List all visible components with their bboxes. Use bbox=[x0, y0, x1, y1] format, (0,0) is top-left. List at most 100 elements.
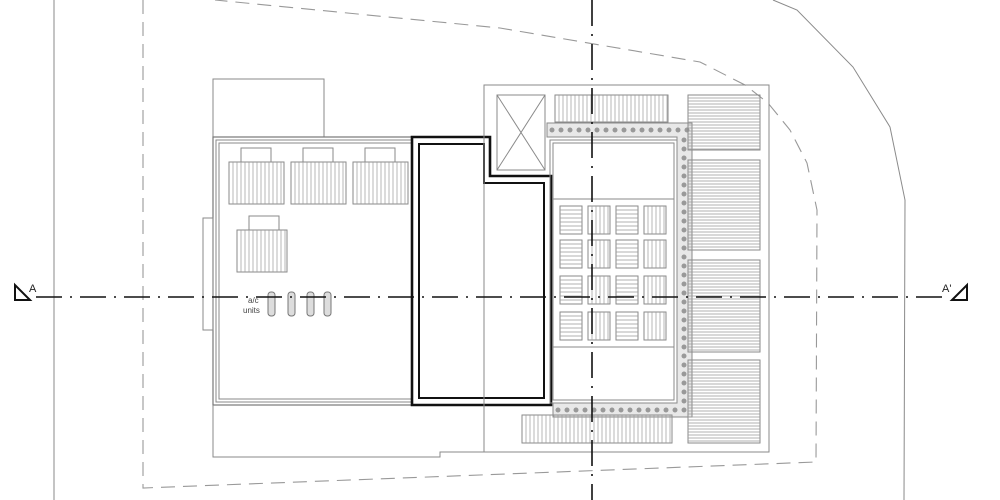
unit-housing bbox=[248, 215, 280, 231]
paver bbox=[559, 239, 583, 269]
ac-unit bbox=[287, 291, 296, 317]
mech-grille bbox=[352, 161, 409, 205]
planter-vegetation bbox=[549, 127, 690, 413]
shrub bbox=[567, 127, 573, 133]
shrub bbox=[681, 182, 687, 188]
shrub bbox=[576, 127, 582, 133]
deck-side bbox=[687, 94, 761, 151]
shrub bbox=[666, 127, 672, 133]
left-wall-strip bbox=[202, 217, 214, 331]
unit-housing bbox=[240, 147, 272, 163]
shrub bbox=[555, 407, 561, 413]
shrub bbox=[573, 407, 579, 413]
paver bbox=[643, 205, 667, 235]
stair-void bbox=[496, 94, 546, 171]
paver bbox=[643, 275, 667, 305]
mech-grille bbox=[228, 161, 285, 205]
unit-housing bbox=[302, 147, 334, 163]
shrub bbox=[645, 407, 651, 413]
right-roof-frame bbox=[483, 84, 770, 453]
ac-label-line1: a/c bbox=[248, 296, 259, 305]
shrub bbox=[681, 335, 687, 341]
shrub bbox=[681, 191, 687, 197]
shrub bbox=[549, 127, 555, 133]
shrub bbox=[681, 362, 687, 368]
ac-label-line2: units bbox=[243, 306, 260, 315]
courtyard bbox=[552, 142, 675, 401]
shrub bbox=[636, 407, 642, 413]
shrub bbox=[681, 326, 687, 332]
shrub bbox=[609, 407, 615, 413]
shrub bbox=[681, 290, 687, 296]
paver bbox=[615, 239, 639, 269]
deck-top bbox=[554, 94, 669, 123]
section-label-right: A' bbox=[942, 283, 951, 295]
site-boundary-curve bbox=[772, 0, 906, 500]
shrub bbox=[681, 263, 687, 269]
shrub bbox=[681, 389, 687, 395]
shrub bbox=[663, 407, 669, 413]
core-block bbox=[410, 135, 553, 407]
paver bbox=[559, 205, 583, 235]
ac-unit bbox=[267, 291, 276, 317]
core-outline-inner bbox=[418, 143, 545, 399]
paver bbox=[643, 239, 667, 269]
shrub bbox=[654, 407, 660, 413]
shrub bbox=[627, 407, 633, 413]
paver-grid bbox=[559, 205, 667, 341]
section-lines: A A' bbox=[14, 0, 968, 500]
shrub bbox=[675, 127, 681, 133]
shrub bbox=[681, 173, 687, 179]
left-roof-inner bbox=[218, 142, 413, 400]
shrub bbox=[681, 218, 687, 224]
shrub bbox=[558, 127, 564, 133]
shrub bbox=[672, 407, 678, 413]
paver bbox=[615, 205, 639, 235]
shrub bbox=[681, 254, 687, 260]
shrub bbox=[630, 127, 636, 133]
section-label-left: A bbox=[29, 283, 37, 295]
site-boundaries bbox=[53, 0, 906, 500]
shrub bbox=[639, 127, 645, 133]
shrub bbox=[681, 137, 687, 143]
right-building bbox=[483, 84, 770, 453]
shrub bbox=[681, 281, 687, 287]
paver bbox=[643, 311, 667, 341]
shrub bbox=[681, 146, 687, 152]
shrub bbox=[564, 407, 570, 413]
deck-areas bbox=[521, 94, 761, 444]
shrub bbox=[621, 127, 627, 133]
planter-ring bbox=[546, 122, 693, 418]
ac-unit bbox=[323, 291, 332, 317]
deck-side bbox=[687, 359, 761, 444]
deck-bottom bbox=[521, 414, 673, 444]
shrub bbox=[582, 407, 588, 413]
paver bbox=[615, 275, 639, 305]
shrub bbox=[681, 209, 687, 215]
shrub bbox=[657, 127, 663, 133]
shrub bbox=[681, 371, 687, 377]
lower-podium bbox=[212, 405, 484, 458]
shrub bbox=[681, 200, 687, 206]
shrub bbox=[681, 155, 687, 161]
shrub bbox=[681, 272, 687, 278]
setback-line bbox=[142, 0, 818, 489]
shrub bbox=[681, 245, 687, 251]
unit-housing bbox=[364, 147, 396, 163]
shrub bbox=[648, 127, 654, 133]
section-marker-right-icon bbox=[949, 282, 968, 301]
paver bbox=[559, 311, 583, 341]
shrub bbox=[681, 380, 687, 386]
shrub bbox=[603, 127, 609, 133]
mech-units bbox=[228, 147, 409, 273]
mech-grille bbox=[236, 229, 288, 273]
section-marker-left-icon bbox=[14, 282, 33, 301]
ac-unit bbox=[306, 291, 315, 317]
left-roof-outer bbox=[212, 136, 413, 406]
deck-side bbox=[687, 259, 761, 353]
paver bbox=[559, 275, 583, 305]
shrub bbox=[681, 164, 687, 170]
deck-side bbox=[687, 159, 761, 251]
shrub bbox=[681, 308, 687, 314]
